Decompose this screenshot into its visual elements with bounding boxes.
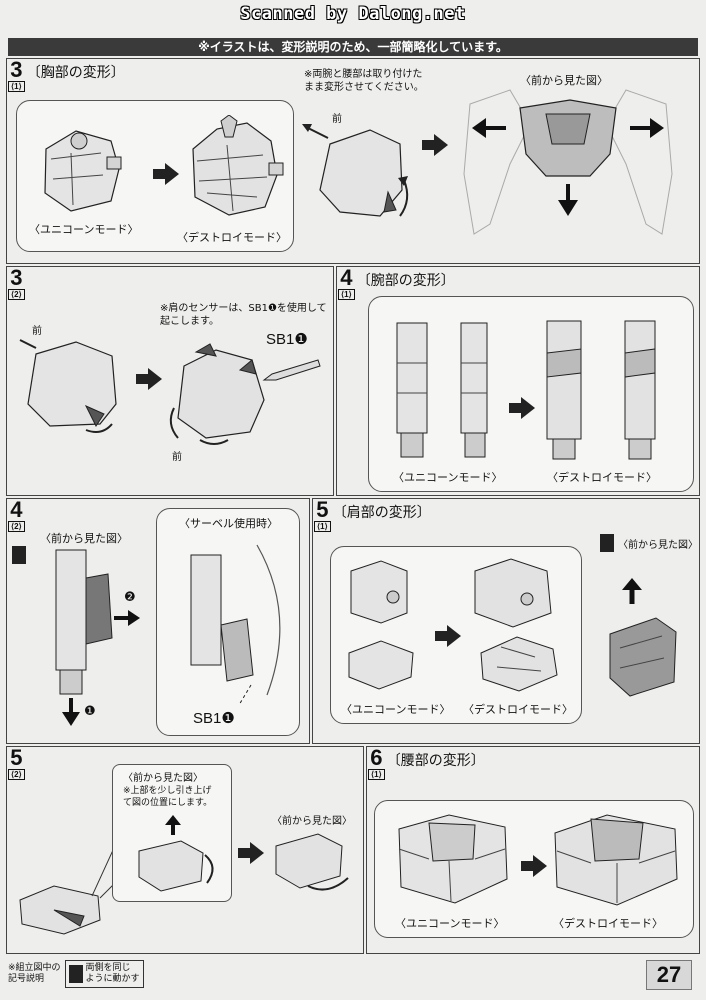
- chest-unicorn-illustration: [44, 130, 122, 212]
- front-label: 前: [32, 326, 42, 337]
- shoulder-pull-up-illustration: [138, 815, 214, 892]
- transform-arrow: [435, 625, 461, 647]
- chest-panel: 〈ユニコーンモード〉 〈デストロイモード〉: [16, 100, 294, 252]
- step-6-1-frame: [366, 746, 700, 954]
- step-4-1-header: 4 ⟨1⟩ 〔腕部の変形〕: [338, 265, 455, 300]
- step-title: 〔腕部の変形〕: [356, 273, 455, 289]
- unicorn-mode-caption: 〈ユニコーンモード〉: [29, 223, 139, 236]
- step-number: 3: [10, 265, 23, 290]
- step-title: 〔胸部の変形〕: [26, 65, 125, 81]
- step-3-1-frame: [6, 58, 700, 264]
- step-3-1-header: 3 ⟨1⟩ 〔胸部の変形〕: [8, 57, 125, 92]
- saber-arm-illustration: [190, 544, 281, 705]
- unicorn-mode-caption: 〈ユニコーンモード〉: [341, 703, 451, 716]
- step-number: 6: [370, 745, 383, 770]
- page-number: 27: [646, 960, 692, 990]
- arm-panel: 〈ユニコーンモード〉 〈デストロイモード〉: [368, 296, 694, 492]
- both-sides-icon: [600, 534, 614, 552]
- step-title: 〔腰部の変形〕: [386, 753, 485, 769]
- waist-panel: 〈ユニコーンモード〉 〈デストロイモード〉: [374, 800, 694, 938]
- step-5-1-frame: [312, 498, 700, 744]
- step-5-1-header: 5 ⟨1⟩ 〔肩部の変形〕: [314, 497, 431, 532]
- step-6-1-header: 6 ⟨1⟩ 〔腰部の変形〕: [368, 745, 485, 780]
- step-4-2-header: 4 ⟨2⟩: [8, 497, 25, 532]
- saber-use-caption: 〈サーベル使用時〉: [179, 517, 278, 530]
- sb1-tool-label: SB1❶: [266, 331, 308, 348]
- step-number: 5: [10, 745, 23, 770]
- step-substep: ⟨1⟩: [314, 521, 331, 532]
- step-number: 4: [10, 497, 23, 522]
- step-substep: ⟨2⟩: [8, 769, 25, 780]
- transform-arrow: [509, 397, 535, 419]
- pull-up-note: ※上部を少し引き上げ て図の位置にします。: [123, 786, 213, 808]
- step-3-2-header: 3 ⟨2⟩: [8, 265, 25, 300]
- transform-arrow: [521, 855, 547, 877]
- step-number: 4: [340, 265, 353, 290]
- legend-description: 両側を同じ ように動かす: [85, 963, 140, 984]
- front-view-caption: 〈前から見た図〉: [272, 816, 352, 827]
- transform-arrow: [153, 163, 179, 185]
- step-4-1-frame: [336, 266, 700, 496]
- transform-arrow: [136, 368, 162, 390]
- front-view-caption: 〈前から見た図〉: [123, 773, 203, 784]
- shoulder-sensor-note: ※肩のセンサーは、SB1❶を使用して 起こします。: [160, 303, 327, 327]
- chest-front-view-illustration: [463, 89, 673, 235]
- step-number: 5: [316, 497, 329, 522]
- destroy-mode-caption: 〈デストロイモード〉: [177, 231, 287, 244]
- destroy-mode-caption: 〈デストロイモード〉: [547, 471, 657, 484]
- step-number: 3: [10, 57, 23, 82]
- scan-watermark: Scanned by Dalong.net: [240, 4, 466, 24]
- pull-up-panel: 〈前から見た図〉 ※上部を少し引き上げ て図の位置にします。: [112, 764, 232, 902]
- waist-unicorn-illustration: [398, 814, 508, 904]
- notice-banner: ※イラストは、変形説明のため、一部簡略化しています。: [8, 38, 698, 56]
- arm-unicorn-illustration: [396, 322, 488, 458]
- front-label: 前: [172, 452, 182, 463]
- step-substep: ⟨1⟩: [368, 769, 385, 780]
- legend-title: ※組立図中の 記号説明: [8, 963, 61, 984]
- step-substep: ⟨1⟩: [338, 289, 355, 300]
- shoulder-base-illustration: [19, 885, 101, 935]
- symbol-legend: ※組立図中の 記号説明 両側を同じ ように動かす: [8, 960, 144, 988]
- arm-destroy-illustration: [546, 320, 656, 460]
- step-5-2-frame: [6, 746, 364, 954]
- step-3-2-frame: [6, 266, 334, 496]
- forearm-front-view-illustration: [55, 549, 140, 726]
- saber-use-panel: 〈サーベル使用時〉 SB1❶: [156, 508, 300, 736]
- step-substep: ⟨2⟩: [8, 289, 25, 300]
- front-label: 前: [332, 114, 342, 125]
- unicorn-mode-caption: 〈ユニコーンモード〉: [395, 917, 505, 930]
- shoulder-result-illustration: [275, 833, 349, 891]
- step-4-2-frame: [6, 498, 310, 744]
- shoulder-front-view-illustration: [609, 578, 677, 697]
- chest-destroy-illustration: [192, 115, 284, 216]
- unicorn-mode-caption: 〈ユニコーンモード〉: [393, 471, 503, 484]
- chest-rear-illustration: [302, 124, 409, 217]
- front-view-caption: 〈前から見た図〉: [520, 74, 608, 87]
- transform-arrow: [238, 842, 264, 864]
- transform-arrow: [422, 134, 448, 156]
- step-substep: ⟨1⟩: [8, 81, 25, 92]
- step-order-2: ❷: [124, 590, 136, 605]
- destroy-mode-caption: 〈デストロイモード〉: [463, 703, 573, 716]
- sb1-tool-illustration: [262, 359, 321, 381]
- step-order-1: ❶: [84, 704, 96, 719]
- both-sides-icon: [12, 546, 26, 564]
- both-sides-icon: [68, 965, 83, 983]
- arms-waist-note: ※両腕と腰部は取り付けた まま変形させてください。: [304, 69, 424, 93]
- shoulder-unicorn-illustration: [348, 560, 414, 690]
- step-5-2-header: 5 ⟨2⟩: [8, 745, 25, 780]
- step-title: 〔肩部の変形〕: [332, 505, 431, 521]
- chest-sensor-after-illustration: [169, 343, 265, 445]
- shoulder-destroy-illustration: [474, 558, 558, 692]
- front-view-caption: 〈前から見た図〉: [40, 532, 128, 545]
- destroy-mode-caption: 〈デストロイモード〉: [553, 917, 663, 930]
- sb1-tool-label: SB1❶: [193, 710, 235, 727]
- chest-sensor-before-illustration: [19, 339, 117, 433]
- shoulder-panel: 〈ユニコーンモード〉 〈デストロイモード〉: [330, 546, 582, 724]
- step-substep: ⟨2⟩: [8, 521, 25, 532]
- front-view-caption: 〈前から見た図〉: [618, 540, 698, 551]
- waist-destroy-illustration: [554, 814, 678, 906]
